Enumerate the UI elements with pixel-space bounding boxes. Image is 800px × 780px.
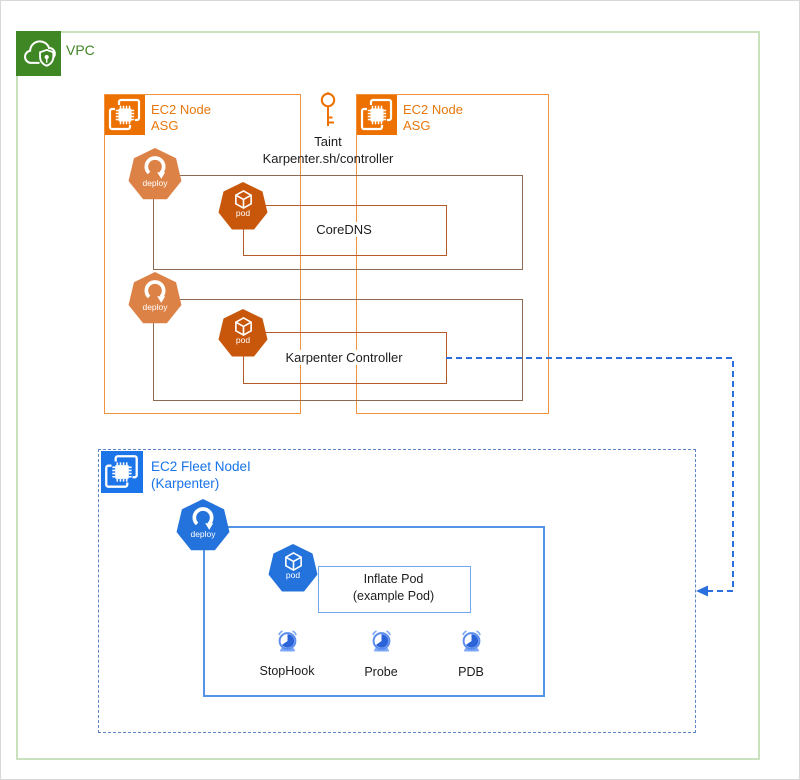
ec2-fleet-node-label: EC2 Fleet NodeI (Karpenter) <box>151 459 251 491</box>
coredns-deployment-boundary <box>153 175 523 270</box>
karpenter-deployment-boundary <box>153 299 523 401</box>
pod-icon-label: pod <box>285 570 301 580</box>
ec2-icon <box>105 95 145 135</box>
taint-label: Taint Karpenter.sh/controller <box>262 134 394 166</box>
coredns-box <box>243 205 447 256</box>
karpenter-controller-label: Karpenter Controller <box>283 350 405 365</box>
ec2-node-asg-right-label: EC2 Node ASG <box>403 102 463 133</box>
pdb-label: PDB <box>458 665 484 679</box>
vpc-boundary <box>16 31 760 760</box>
ec2-node-asg-left-box <box>104 94 301 414</box>
inflate-deployment-boundary <box>203 526 545 697</box>
pod-icon-label: pod <box>235 208 251 218</box>
ec2-node-asg-left-label: EC2 Node ASG <box>151 102 211 133</box>
alarm-clock-icon <box>368 628 395 655</box>
alarm-clock-icon <box>458 628 485 655</box>
coredns-label: CoreDNS <box>314 222 374 237</box>
deploy-icon-label: deploy <box>142 178 168 188</box>
ec2-icon <box>357 95 397 135</box>
deploy-icon-label: deploy <box>142 302 168 312</box>
vpc-icon <box>16 31 61 76</box>
key-icon <box>314 90 342 132</box>
pod-icon-label: pod <box>235 335 251 345</box>
vpc-label: VPC <box>66 42 95 58</box>
deploy-icon-label: deploy <box>190 529 216 539</box>
alarm-clock-icon <box>274 628 301 655</box>
ec2-icon <box>101 451 143 493</box>
inflate-pod-label: Inflate Pod (example Pod) <box>352 572 435 603</box>
stophook-label: StopHook <box>259 664 315 678</box>
probe-label: Probe <box>364 665 398 679</box>
